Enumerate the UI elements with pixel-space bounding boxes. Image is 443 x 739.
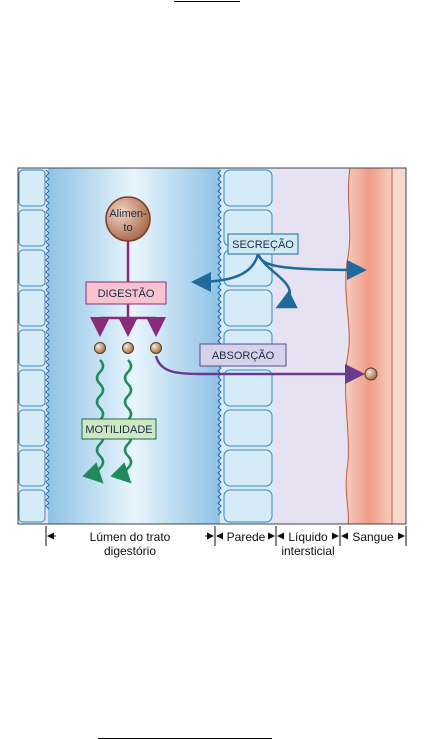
blood-edge: [392, 168, 406, 524]
lumen-label-line1: Lúmen do trato: [90, 530, 171, 544]
digestion-label: DIGESTÃO: [98, 287, 155, 300]
blood-label: Sangue: [352, 530, 394, 544]
secretion-label: SECREÇÃO: [232, 238, 294, 251]
wall-label: Parede: [227, 530, 266, 544]
interstitial-label-line1: Líquido: [288, 530, 328, 544]
food-label-line1: Alimen-: [109, 208, 147, 220]
left-cell-column: [18, 168, 49, 524]
nutrient-dot-2: [123, 343, 134, 354]
absorbed-nutrient-dot: [365, 368, 377, 380]
motility-label: MOTILIDADE: [85, 424, 152, 436]
lumen-label-line2: digestório: [104, 544, 156, 558]
food-label-line2: to: [123, 222, 132, 234]
interstitial-label-line2: intersticial: [281, 544, 334, 558]
absorption-label: ABSORÇÃO: [212, 349, 275, 362]
blood-region: [346, 168, 392, 524]
nutrient-dot-3: [151, 343, 162, 354]
nutrient-dot-1: [95, 343, 106, 354]
